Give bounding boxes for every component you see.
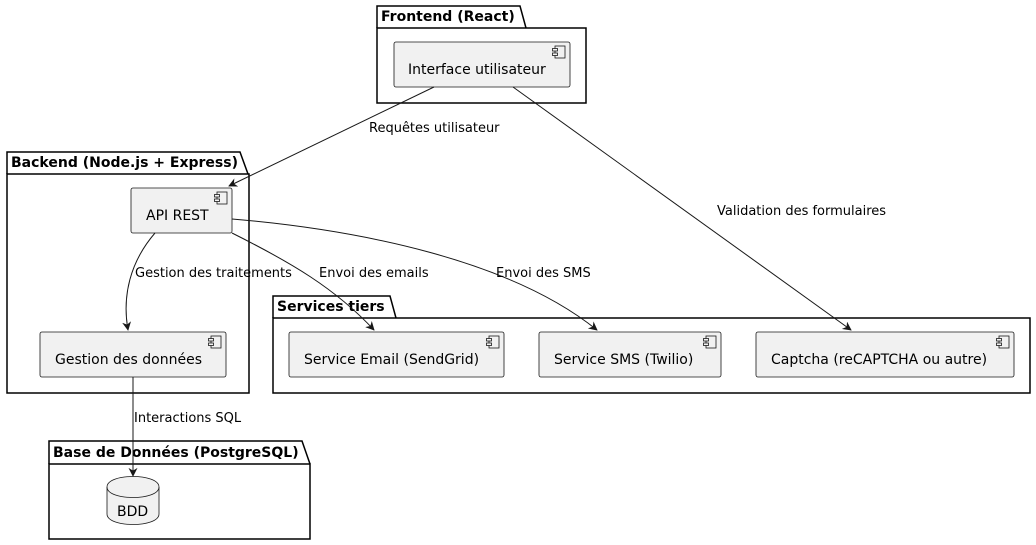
edge-interactions-sql: Interactions SQL — [128, 377, 242, 477]
component-icon — [486, 335, 500, 349]
component-label: Service Email (SendGrid) — [304, 352, 479, 368]
edge-envoi-des-sms: Envoi des SMS — [231, 218, 598, 331]
component-label: Gestion des données — [55, 352, 202, 368]
package-frontend-tab — [376, 5, 527, 29]
package-database-title: Base de Données (PostgreSQL) — [53, 445, 299, 461]
component-icon — [996, 335, 1010, 349]
package-backend: Backend (Node.js + Express) — [6, 151, 250, 394]
edge-line — [122, 232, 156, 331]
database-bdd: BDD — [106, 476, 160, 525]
edge-validation-des-formulaires: Validation des formulaires — [512, 86, 886, 331]
edge-label: Requêtes utilisateur — [369, 121, 500, 136]
component-label: BDD — [117, 504, 148, 520]
edge-label: Envoi des emails — [319, 266, 429, 281]
edge-line — [228, 86, 435, 187]
component-box — [130, 187, 233, 234]
package-services-body — [272, 317, 1031, 394]
edge-line — [231, 232, 375, 331]
component-icon — [703, 335, 717, 349]
package-services: Services tiers — [272, 295, 1031, 394]
component-box — [393, 41, 571, 88]
component-gestion-des-donnees: Gestion des données — [39, 331, 227, 378]
component-captcha: Captcha (reCAPTCHA ou autre) — [755, 331, 1015, 378]
package-backend-body — [6, 173, 250, 394]
component-icon — [208, 335, 222, 349]
package-backend-tab — [6, 151, 249, 175]
component-label: Service SMS (Twilio) — [554, 352, 693, 368]
database-icon — [106, 476, 160, 525]
package-backend-title: Backend (Node.js + Express) — [11, 155, 238, 171]
component-icon — [214, 191, 228, 205]
package-database-tab — [48, 440, 311, 465]
edge-gestion-des-traitements: Gestion des traitements — [122, 232, 292, 331]
package-database-body — [48, 463, 311, 540]
edge-label: Validation des formulaires — [717, 204, 886, 219]
package-frontend: Frontend (React) — [376, 5, 587, 104]
component-icon — [552, 45, 566, 59]
component-box — [755, 331, 1015, 378]
component-box — [538, 331, 722, 378]
edge-line — [512, 86, 852, 331]
component-label: Interface utilisateur — [408, 62, 546, 78]
edge-label: Envoi des SMS — [496, 266, 591, 281]
component-label: API REST — [146, 208, 209, 224]
edge-line — [231, 218, 598, 331]
package-frontend-title: Frontend (React) — [381, 9, 515, 25]
package-database: Base de Données (PostgreSQL) — [48, 440, 311, 540]
component-interface-utilisateur: Interface utilisateur — [393, 41, 571, 88]
component-api-rest: API REST — [130, 187, 233, 234]
component-box — [288, 331, 505, 378]
edge-envoi-des-emails: Envoi des emails — [231, 232, 429, 331]
package-services-title: Services tiers — [277, 299, 385, 315]
component-service-sms: Service SMS (Twilio) — [538, 331, 722, 378]
edge-label: Interactions SQL — [134, 411, 242, 426]
package-frontend-body — [376, 27, 587, 104]
edge-label: Gestion des traitements — [135, 266, 292, 281]
package-services-tab — [272, 295, 397, 319]
database-icon-rim — [106, 486, 160, 498]
edge-requetes-utilisateur: Requêtes utilisateur — [228, 86, 500, 187]
component-label: Captcha (reCAPTCHA ou autre) — [771, 352, 987, 368]
component-service-email: Service Email (SendGrid) — [288, 331, 505, 378]
